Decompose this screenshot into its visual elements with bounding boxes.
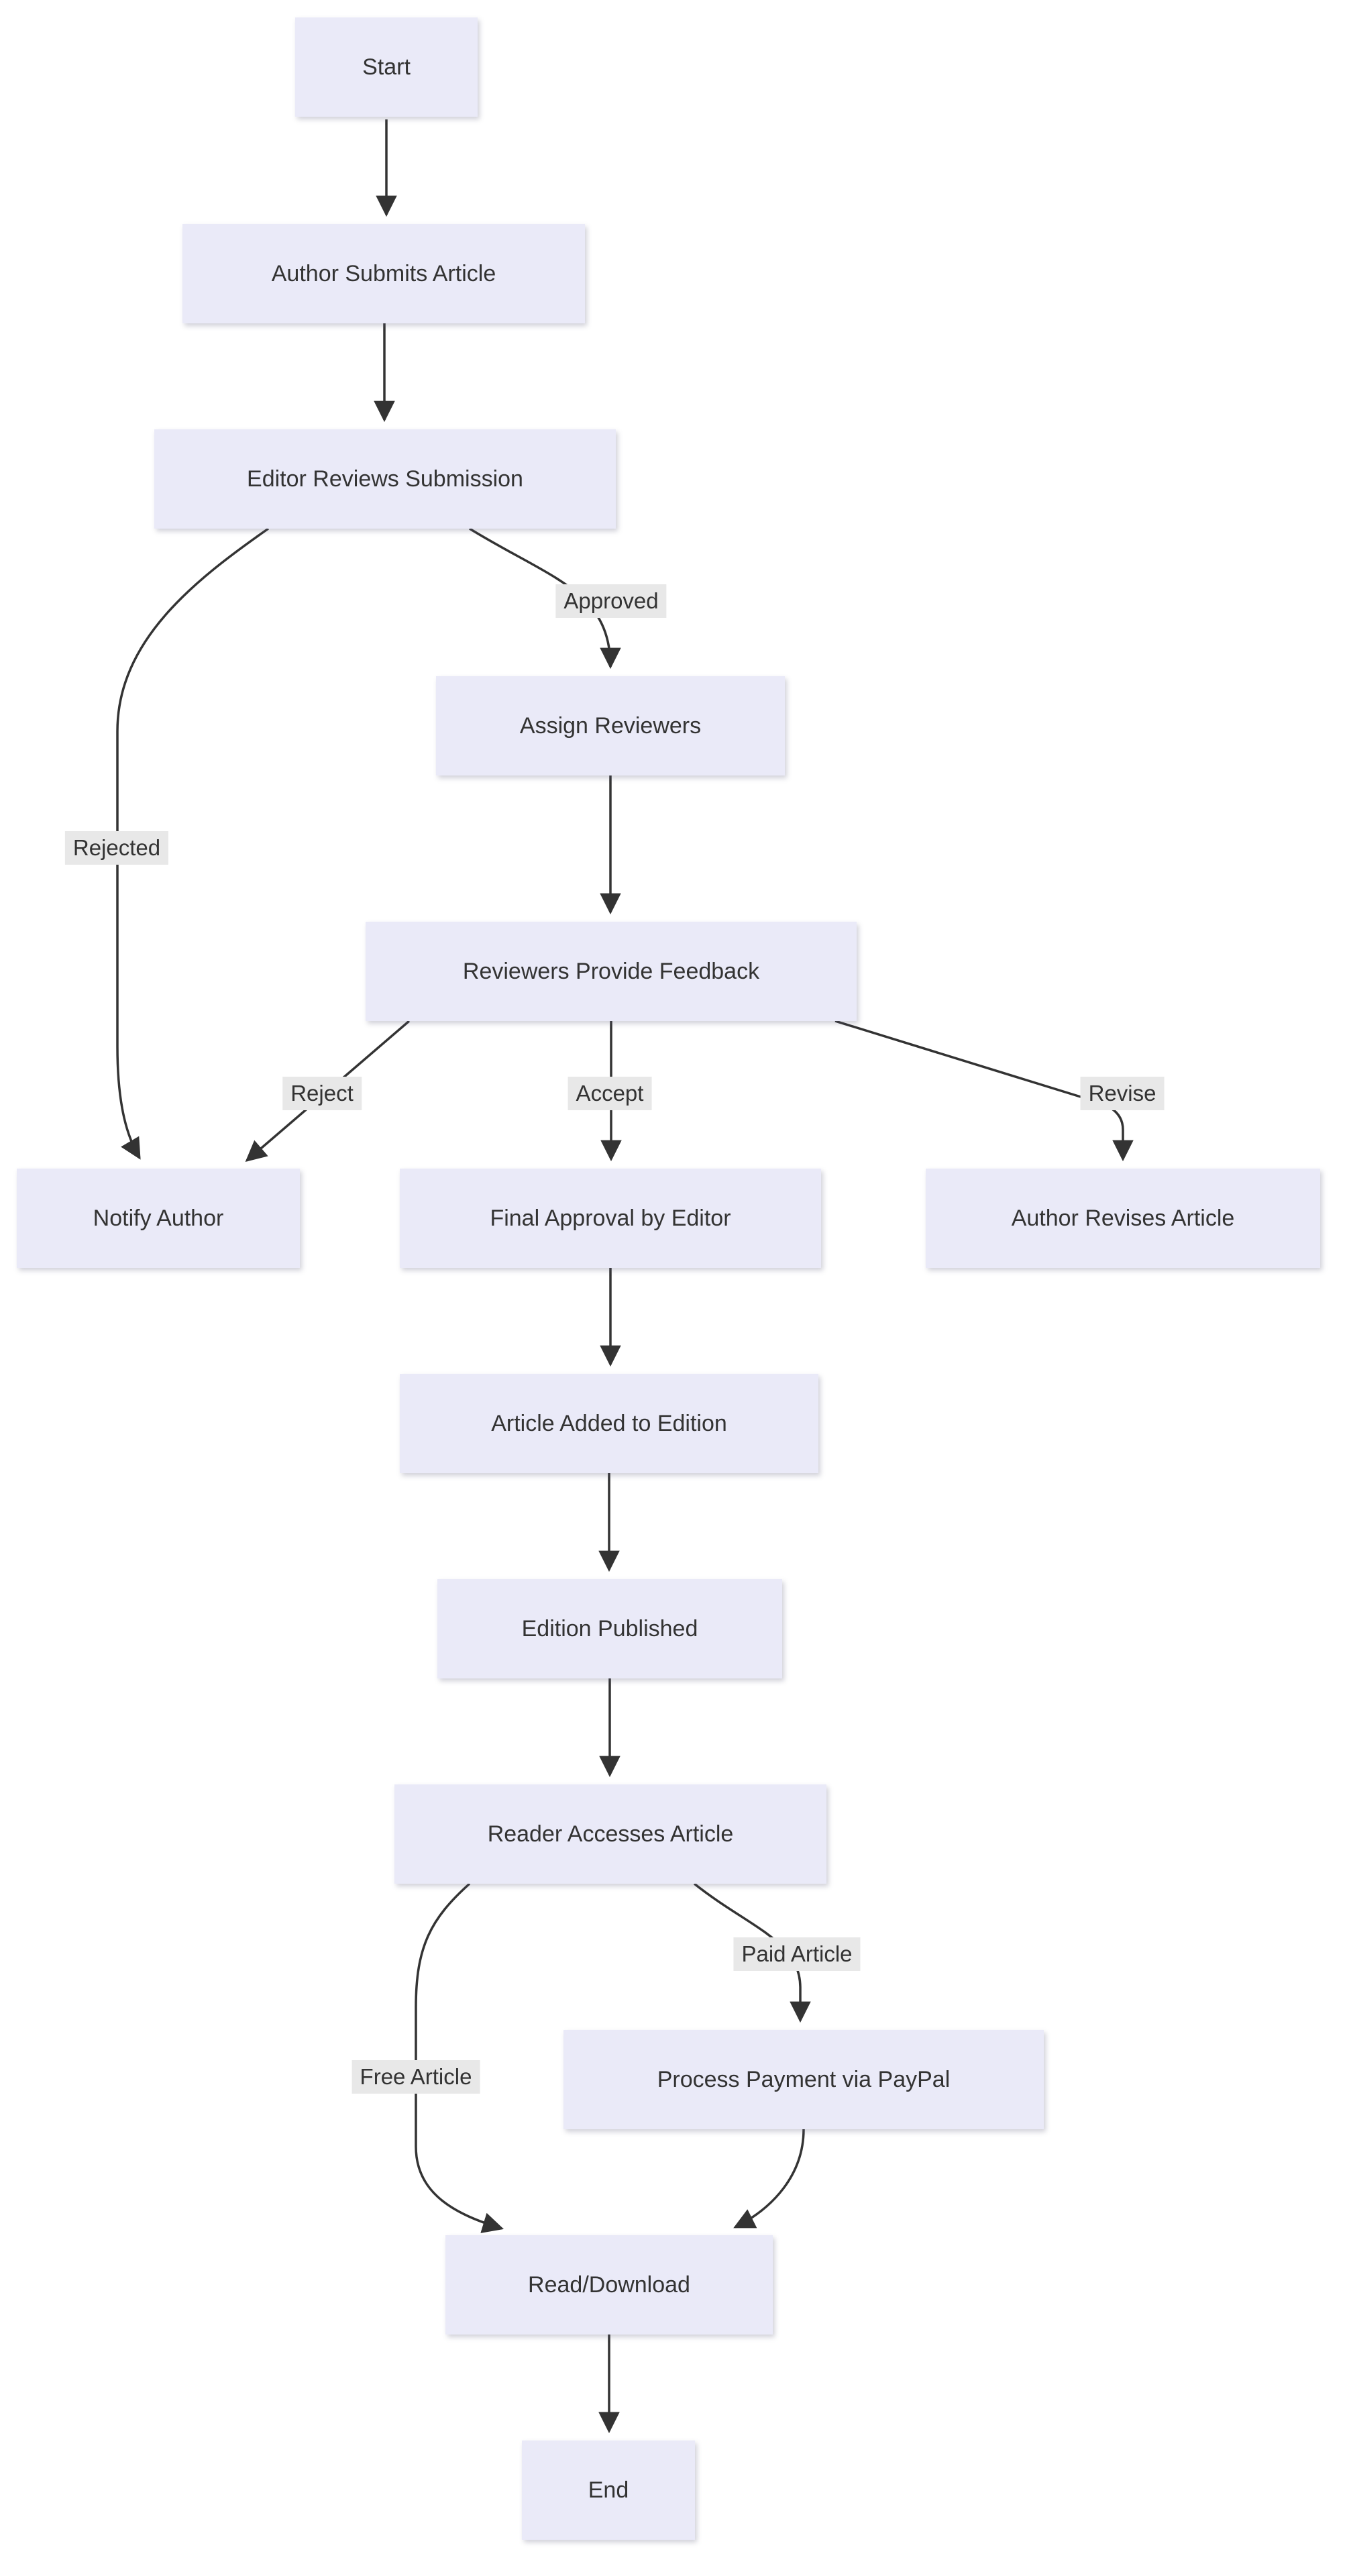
node-edition-published-label: Edition Published <box>521 1615 698 1642</box>
node-reader-accesses: Reader Accesses Article <box>394 1784 826 1884</box>
node-process-payment: Process Payment via PayPal <box>563 2030 1044 2129</box>
node-editor-reviews-label: Editor Reviews Submission <box>247 466 523 492</box>
node-end-label: End <box>588 2477 629 2503</box>
node-reader-accesses-label: Reader Accesses Article <box>487 1821 734 1847</box>
edge-label-paid-article: Paid Article <box>733 1937 861 1971</box>
node-end: End <box>522 2440 695 2540</box>
edge-label-accept: Accept <box>568 1077 652 1110</box>
node-start-label: Start <box>362 54 411 80</box>
node-notify-author-label: Notify Author <box>93 1205 224 1231</box>
edge-reader-accesses-to-read-download <box>415 1882 504 2233</box>
node-notify-author: Notify Author <box>17 1169 300 1268</box>
node-author-submits: Author Submits Article <box>182 224 585 323</box>
node-author-revises: Author Revises Article <box>926 1169 1320 1268</box>
node-read-download-label: Read/Download <box>528 2271 690 2298</box>
node-article-added: Article Added to Edition <box>400 1374 818 1473</box>
node-reviewers-feedback: Reviewers Provide Feedback <box>366 922 857 1021</box>
edge-reader-accesses-to-process-payment <box>693 1882 811 2023</box>
edge-label-revise: Revise <box>1080 1077 1165 1110</box>
node-assign-reviewers: Assign Reviewers <box>436 676 785 775</box>
edge-label-approved: Approved <box>555 584 667 618</box>
node-author-submits-label: Author Submits Article <box>271 260 496 286</box>
node-reviewers-feedback-label: Reviewers Provide Feedback <box>462 958 760 984</box>
node-assign-reviewers-label: Assign Reviewers <box>519 712 702 739</box>
node-article-added-label: Article Added to Edition <box>491 1410 727 1436</box>
node-final-approval-label: Final Approval by Editor <box>490 1205 731 1231</box>
node-process-payment-label: Process Payment via PayPal <box>657 2066 951 2092</box>
node-author-revises-label: Author Revises Article <box>1011 1205 1235 1231</box>
node-read-download: Read/Download <box>445 2235 773 2334</box>
edge-label-reject: Reject <box>282 1077 362 1110</box>
node-edition-published: Edition Published <box>437 1579 782 1678</box>
edge-label-rejected: Rejected <box>64 831 169 865</box>
node-editor-reviews: Editor Reviews Submission <box>154 429 616 529</box>
edge-process-payment-to-read-download <box>733 2129 805 2229</box>
node-start: Start <box>295 17 478 117</box>
edge-label-free-article: Free Article <box>352 2060 480 2094</box>
node-final-approval: Final Approval by Editor <box>400 1169 821 1268</box>
edge-editor-reviews-to-notify-author <box>116 527 270 1160</box>
